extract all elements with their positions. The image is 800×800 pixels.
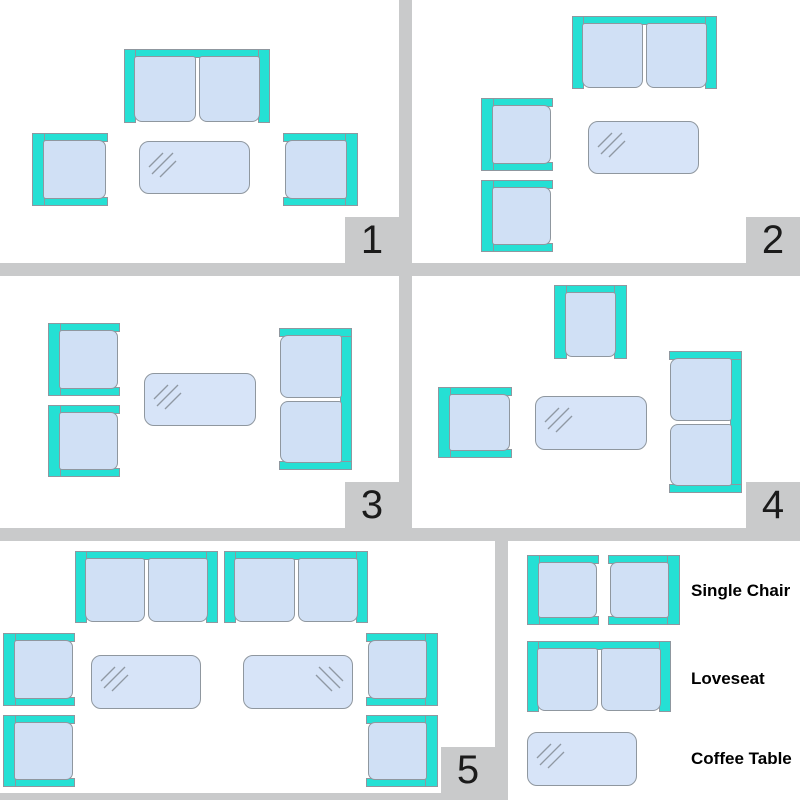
single-chair-shape bbox=[438, 387, 512, 458]
cushion bbox=[280, 335, 342, 398]
layout-panel-1: 1 bbox=[0, 0, 399, 263]
single-chair-shape bbox=[554, 285, 627, 359]
cushion bbox=[670, 423, 732, 486]
glass-shine-icon bbox=[148, 152, 177, 178]
legend-label-loveseat: Loveseat bbox=[691, 669, 765, 688]
coffee-table-shape bbox=[527, 732, 637, 786]
single-chair-shape bbox=[481, 98, 553, 171]
cushion bbox=[582, 23, 643, 88]
glass-shine-icon bbox=[153, 384, 182, 410]
cushion bbox=[148, 558, 208, 622]
legend-panel: Single Chair Loveseat Coffee Table bbox=[508, 541, 800, 800]
panel-number-badge: 3 bbox=[345, 482, 399, 528]
layout-panel-5: 5 bbox=[0, 541, 495, 793]
loveseat-shape bbox=[527, 641, 671, 712]
cushion bbox=[85, 558, 145, 622]
cushion bbox=[14, 640, 73, 699]
single-chair-shape bbox=[48, 405, 120, 477]
coffee-table-shape bbox=[243, 655, 353, 709]
single-chair-shape bbox=[366, 715, 438, 787]
coffee-table-shape bbox=[535, 396, 647, 450]
cushion bbox=[59, 412, 118, 470]
coffee-table-shape bbox=[139, 141, 250, 194]
single-chair-shape bbox=[3, 633, 75, 706]
coffee-table-shape bbox=[91, 655, 201, 709]
cushion bbox=[537, 648, 598, 711]
cushion bbox=[565, 292, 616, 357]
glass-shine-icon bbox=[597, 132, 626, 158]
legend-label-coffee-table: Coffee Table bbox=[691, 749, 792, 768]
glass-shine-icon bbox=[544, 407, 573, 433]
single-chair-shape bbox=[366, 633, 438, 706]
single-chair-shape bbox=[48, 323, 120, 396]
cushion bbox=[610, 562, 669, 618]
cushion bbox=[368, 640, 427, 699]
cushion bbox=[368, 722, 427, 780]
glass-shine-icon bbox=[100, 666, 129, 692]
glass-shine-icon bbox=[536, 743, 565, 769]
cushion bbox=[198, 56, 260, 122]
single-chair-shape bbox=[283, 133, 358, 206]
cushion bbox=[538, 562, 597, 618]
cushion bbox=[43, 140, 106, 199]
single-chair-shape bbox=[3, 715, 75, 787]
loveseat-shape bbox=[224, 551, 368, 623]
single-chair-shape bbox=[608, 555, 680, 625]
loveseat-shape bbox=[669, 351, 742, 493]
cushion bbox=[14, 722, 73, 780]
cushion bbox=[234, 558, 295, 622]
glass-shine-icon bbox=[315, 666, 344, 692]
loveseat-shape bbox=[572, 16, 717, 89]
single-chair-shape bbox=[527, 555, 599, 625]
coffee-table-shape bbox=[144, 373, 256, 426]
panel-number-badge: 2 bbox=[746, 217, 800, 263]
loveseat-shape bbox=[124, 49, 270, 123]
cushion bbox=[600, 648, 661, 711]
cushion bbox=[280, 400, 342, 463]
cushion bbox=[59, 330, 118, 389]
cushion bbox=[492, 187, 551, 245]
cushion bbox=[646, 23, 707, 88]
layout-panel-2: 2 bbox=[412, 0, 800, 263]
cushion bbox=[670, 358, 732, 421]
cushion bbox=[297, 558, 358, 622]
single-chair-shape bbox=[481, 180, 553, 252]
single-chair-shape bbox=[32, 133, 108, 206]
loveseat-shape bbox=[75, 551, 218, 623]
cushion bbox=[449, 394, 510, 451]
legend-label-single-chair: Single Chair bbox=[691, 581, 791, 600]
cushion bbox=[492, 105, 551, 164]
panel-number-badge: 5 bbox=[441, 747, 495, 793]
panel-number-badge: 1 bbox=[345, 217, 399, 263]
loveseat-shape bbox=[279, 328, 352, 470]
coffee-table-shape bbox=[588, 121, 699, 174]
panel-number-badge: 4 bbox=[746, 482, 800, 528]
cushion bbox=[285, 140, 347, 199]
cushion bbox=[134, 56, 196, 122]
layout-panel-4: 4 bbox=[412, 276, 800, 528]
layout-panel-3: 3 bbox=[0, 276, 399, 528]
